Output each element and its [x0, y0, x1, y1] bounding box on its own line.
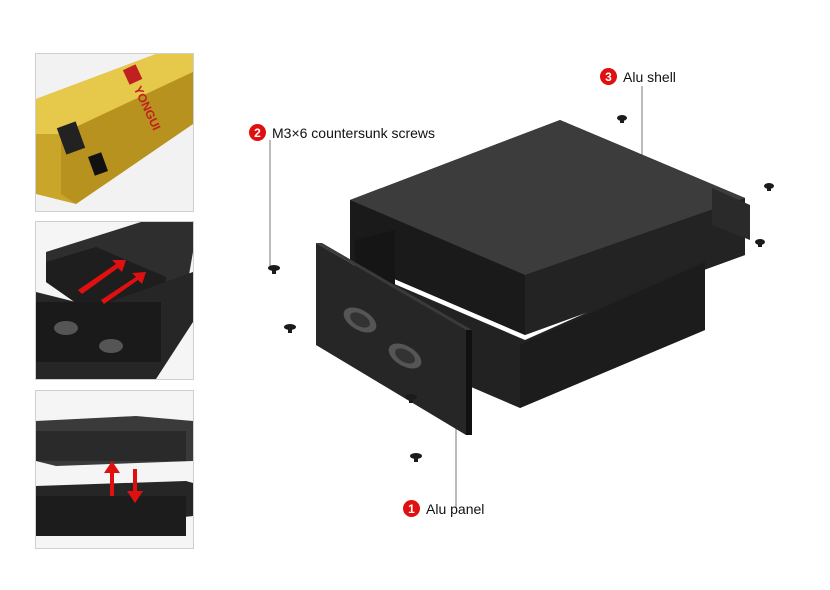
- split-assembly-image: [36, 391, 193, 548]
- screw-icon: [410, 453, 422, 462]
- callout-label-2: M3×6 countersunk screws: [272, 124, 436, 141]
- alu-shell: [350, 120, 750, 335]
- callout-label-1: Alu panel: [426, 500, 485, 517]
- db9-connector-icon: [343, 307, 377, 333]
- db9-connector-icon: [54, 321, 78, 335]
- db9-connector-icon: [388, 343, 422, 369]
- slide-assembly-image: [36, 222, 193, 379]
- gold-enclosure-thumbnail: YONGUI: [35, 53, 194, 212]
- screw-icon: [617, 115, 627, 123]
- slide-assembly-thumbnail: [35, 221, 194, 380]
- screw-icon: [755, 239, 765, 247]
- screw-icon: [405, 394, 417, 403]
- callout-alu-shell: 3 Alu shell: [600, 68, 676, 85]
- callout-badge-3: 3: [600, 68, 617, 85]
- exploded-enclosure-figure: [268, 86, 774, 508]
- alu-panel: [316, 243, 472, 435]
- red-arrow-icon: [127, 469, 143, 503]
- gold-enclosure-image: YONGUI: [36, 54, 193, 211]
- db9-connector-icon: [99, 339, 123, 353]
- callout-label-3: Alu shell: [623, 68, 676, 85]
- callout-badge-1: 1: [403, 500, 420, 517]
- screw-icon: [284, 324, 296, 333]
- red-arrow-icon: [104, 461, 120, 496]
- callout-screws: 2 M3×6 countersunk screws: [249, 124, 435, 141]
- red-arrow-icon: [78, 260, 126, 294]
- red-arrow-icon: [101, 272, 146, 304]
- callout-badge-2: 2: [249, 124, 266, 141]
- screw-icon: [268, 265, 280, 274]
- split-assembly-thumbnail: [35, 390, 194, 549]
- screw-icon: [764, 183, 774, 191]
- callout-alu-panel: 1 Alu panel: [403, 500, 484, 517]
